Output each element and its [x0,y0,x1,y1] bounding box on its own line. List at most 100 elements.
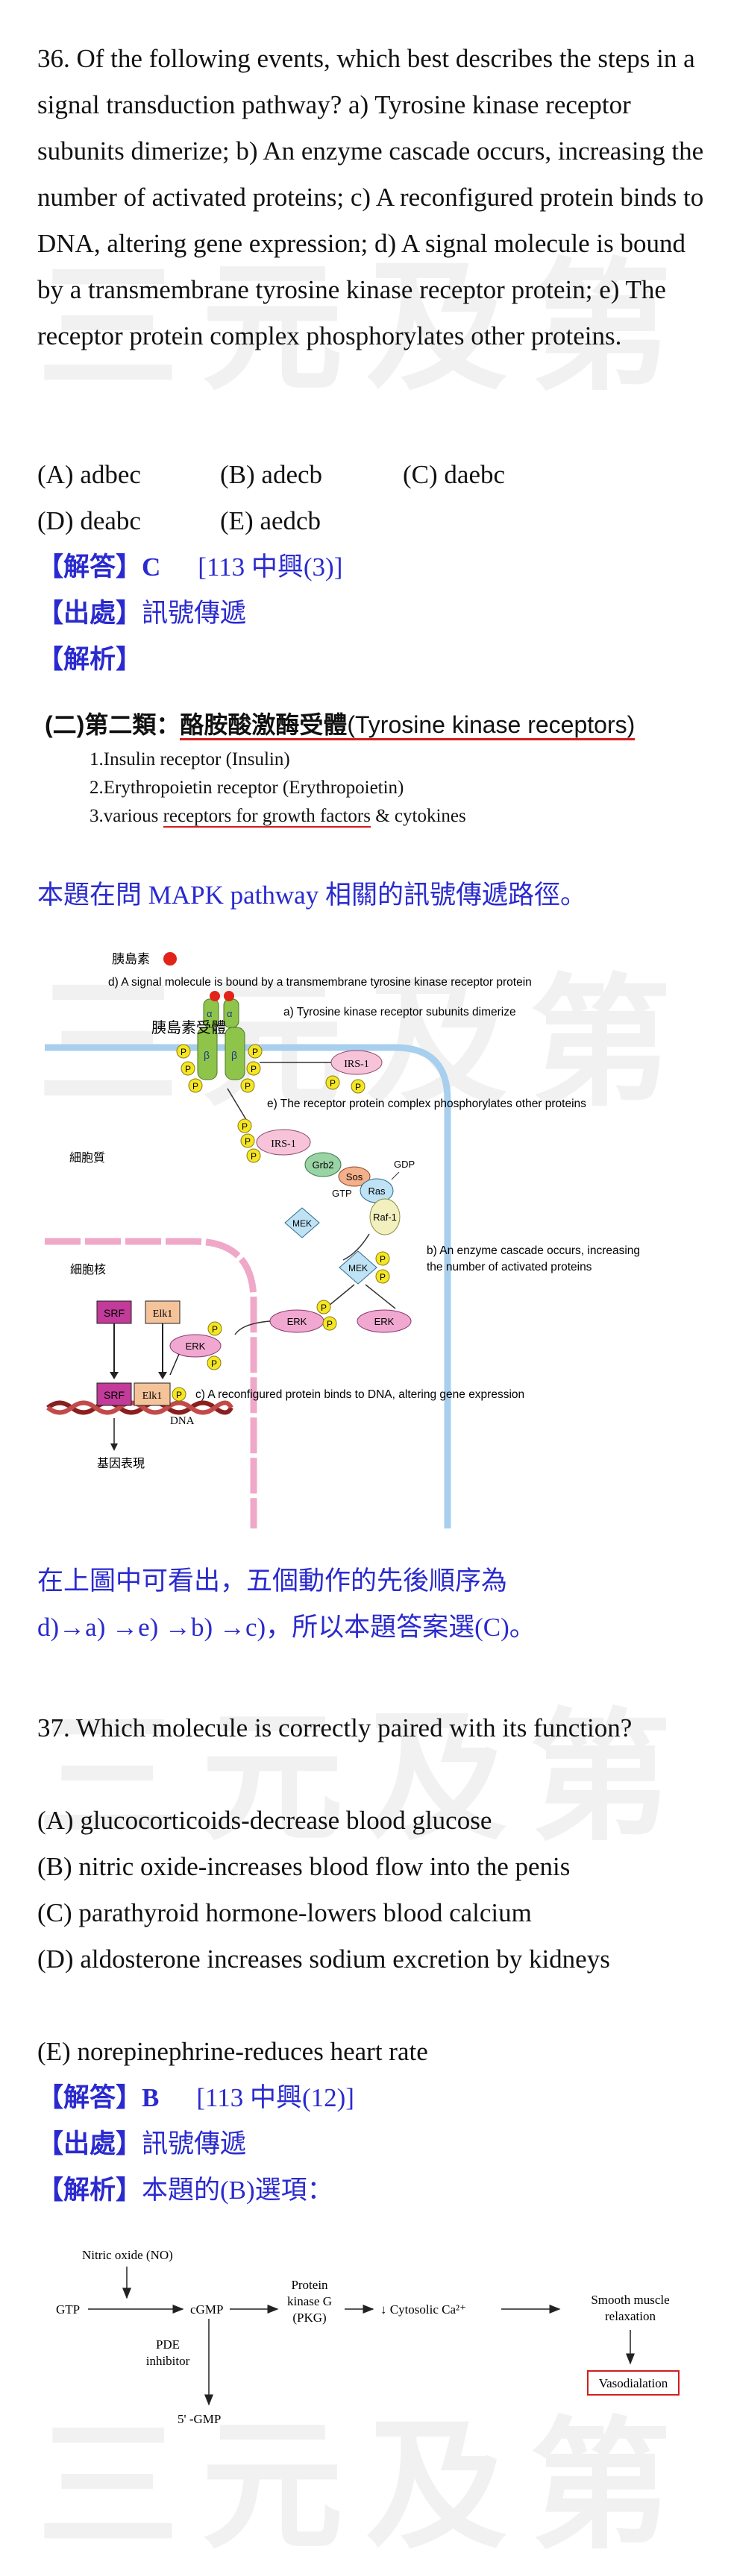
vasodilation-label: Vasodialation [599,2376,668,2390]
q36-option-c: (C) daebc [403,460,506,489]
ca-node: ↓ Cytosolic Ca²⁺ [380,2302,466,2317]
snippet-heading-prefix: (二)第二類： [45,711,181,738]
insulin-label: 胰島素 [112,952,150,966]
svg-text:P: P [380,1254,386,1265]
grb2 [304,1152,342,1177]
snippet-heading-zh: 酪胺酸激酶受體 [180,711,348,740]
snippet-heading-en: (Tyrosine kinase receptors) [347,711,636,740]
q36-option-d: (D) deabc [37,506,141,535]
elk1-box [145,1300,181,1324]
source-value: 訊號傳遞 [142,2129,247,2158]
cgmp-node: cGMP [190,2302,223,2317]
vasodilation-box [587,2370,680,2396]
svg-text:Sos: Sos [346,1171,363,1182]
svg-text:P: P [330,1078,336,1089]
sos [338,1166,371,1187]
erk-nuclear [169,1334,222,1358]
answer-value: C [142,552,161,582]
step-b-label-1: b) An enzyme cascade occurs, increasing [427,1244,640,1257]
svg-text:P: P [321,1303,327,1313]
gene-expression-label: 基因表現 [97,1457,145,1470]
q36-conclusion-2: d)→a) →e) →b) →c)，所以本題答案選(C)。 [37,1613,536,1642]
signal-transduction-figure: 胰島素 d) A signal molecule is bound by a t… [37,939,694,1528]
erk [357,1309,412,1333]
svg-text:IRS-1: IRS-1 [344,1059,368,1070]
cell-membrane [45,1044,451,1528]
nuclear-membrane [45,1238,257,1528]
svg-text:β: β [204,1049,210,1061]
svg-text:β: β [231,1049,237,1061]
q36-analysis-label: 【解析】 [37,645,142,674]
svg-text:ERK: ERK [374,1316,395,1327]
svg-text:P: P [185,1064,191,1074]
svg-text:MEK: MEK [292,1218,312,1229]
svg-text:P: P [252,1047,258,1057]
answer-ref: [113 中興(12)] [196,2083,354,2112]
raf1 [369,1198,401,1235]
answer-value: B [142,2083,160,2112]
insulin-dot [163,952,177,966]
svg-text:Grb2: Grb2 [313,1159,334,1171]
srf-bound [96,1382,132,1406]
cytoplasm-label: 細胞質 [69,1151,105,1165]
receptor-label: 胰島素受體 [151,1019,226,1036]
nucleus-label: 細胞核 [70,1263,106,1276]
svg-text:P: P [251,1064,257,1074]
analysis-text: 本題的(B)選項： [142,2176,333,2205]
svg-text:Elk1: Elk1 [142,1391,162,1402]
svg-text:ERK: ERK [186,1341,206,1352]
svg-text:P: P [355,1082,361,1092]
q37-answer-line: 【解答】B[113 中興(12)] [37,2075,709,2121]
answer-ref: [113 中興(3)] [198,552,343,582]
irs1-cytoplasm [256,1129,311,1156]
answer-label: 【解答】 [37,552,142,582]
q37-option-d: (D) aldosterone increases sodium excreti… [37,1944,610,1974]
q37-option-e: (E) norepinephrine-reduces heart rate [37,2037,428,2066]
q36-answer-line: 【解答】C [113 中興(3)] [37,544,709,591]
step-a-label: a) Tyrosine kinase receptor subunits dim… [283,1006,516,1018]
snippet-item-3: 3.various receptors for growth factors &… [90,806,466,828]
dna-label: DNA [170,1415,195,1427]
q36-source-line: 【出處】訊號傳遞 [37,591,709,637]
svg-text:P: P [181,1047,186,1057]
step-e-label: e) The receptor protein complex phosphor… [267,1098,586,1110]
svg-text:P: P [212,1324,218,1335]
svg-text:Ras: Ras [368,1185,386,1197]
q36-option-e: (E) aedcb [220,506,321,535]
pkg-line-2: kinase G [287,2294,332,2308]
q36-question: 36. Of the following events, which best … [37,44,704,350]
gtp-node: GTP [56,2302,80,2317]
source-label: 【出處】 [37,599,142,628]
gmp-node: 5' -GMP [178,2412,221,2426]
step-b-label-2: the number of activated proteins [427,1261,592,1273]
mek-diamond [284,1207,320,1238]
svg-text:Elk1: Elk1 [153,1309,172,1320]
svg-text:Raf-1: Raf-1 [373,1212,397,1223]
svg-text:IRS-1: IRS-1 [271,1139,295,1150]
svg-text:P: P [251,1151,257,1162]
pkg-line-1: Protein [291,2278,328,2292]
svg-text:P: P [245,1081,251,1092]
pde-line-2: inhibitor [146,2354,190,2368]
svg-text:P: P [176,1390,182,1400]
svg-text:ERK: ERK [287,1316,307,1327]
q36-note: 本題在問 MAPK pathway 相關的訊號傳遞路徑。 [37,881,586,910]
step-c-label: c) A reconfigured protein binds to DNA, … [195,1388,524,1401]
mek-active [339,1250,377,1285]
svg-text:SRF: SRF [104,1307,125,1319]
snippet-item-1: 1.Insulin receptor (Insulin) [90,749,290,769]
q37-option-b: (B) nitric oxide-increases blood flow in… [37,1852,571,1881]
snippet-item-2: 2.Erythropoietin receptor (Erythropoieti… [90,778,404,798]
source-value: 訊號傳遞 [142,599,247,628]
svg-text:P: P [192,1081,198,1092]
svg-text:α: α [227,1008,233,1019]
smooth-muscle-line-1: Smooth muscle [591,2293,669,2307]
gtp-label: GTP [332,1188,352,1199]
svg-text:P: P [211,1358,217,1369]
elk1-bound [134,1382,171,1406]
svg-text:P: P [380,1272,386,1282]
gdp-label: GDP [394,1159,415,1170]
source-label: 【出處】 [37,2129,142,2158]
q37-source-line: 【出處】訊號傳遞 [37,2121,709,2167]
svg-text:MEK: MEK [348,1263,368,1273]
